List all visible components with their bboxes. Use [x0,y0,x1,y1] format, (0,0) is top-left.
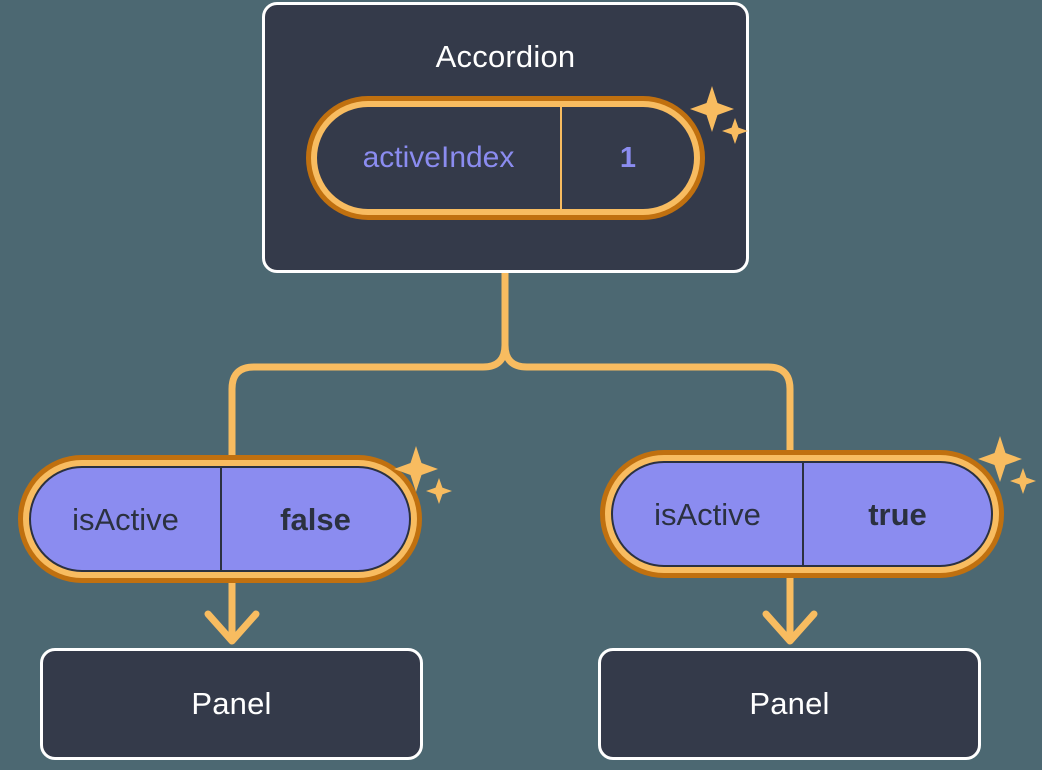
component-title: Panel [749,685,830,721]
connector-branch-right [501,341,794,458]
prop-pill-body: isActive false [29,466,411,572]
arrow-head-right [762,610,818,645]
state-key: activeIndex [317,107,562,209]
state-pill-ring: activeIndex 1 [311,101,700,215]
prop-pill-ring: isActive false [23,460,417,578]
prop-value: true [868,496,927,532]
state-pill-activeindex[interactable]: activeIndex 1 [306,96,705,220]
component-title: Accordion [435,39,576,74]
prop-pill-ring: isActive true [605,455,999,573]
prop-pill-isactive-true[interactable]: isActive true [600,450,1004,578]
arrow-head-left [204,610,260,645]
prop-key: isActive [613,463,804,565]
state-pill-body: activeIndex 1 [317,107,694,209]
prop-value: false [280,501,351,537]
component-node-panel-left[interactable]: Panel [40,648,423,760]
component-node-panel-right[interactable]: Panel [598,648,981,760]
state-value: 1 [619,141,637,174]
prop-key: isActive [31,468,222,570]
prop-pill-body: isActive true [611,461,993,567]
prop-pill-isactive-false[interactable]: isActive false [18,455,422,583]
connector-branch-left [228,341,509,462]
component-title: Panel [191,685,272,721]
